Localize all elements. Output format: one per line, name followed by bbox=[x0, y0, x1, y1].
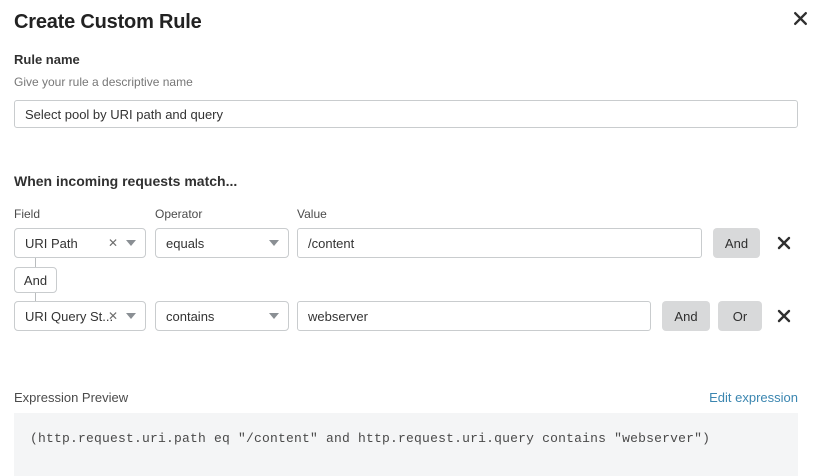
clear-icon[interactable]: ✕ bbox=[107, 236, 118, 250]
field-select-1-value: URI Query St... bbox=[25, 308, 114, 324]
rule-name-help-text: Give your rule a descriptive name bbox=[14, 75, 193, 89]
chevron-down-icon[interactable] bbox=[126, 240, 136, 246]
condition-row: URI Path ✕ equals And bbox=[0, 228, 820, 258]
clear-icon[interactable]: ✕ bbox=[107, 309, 118, 323]
connector-line-top bbox=[35, 258, 36, 267]
field-select-1[interactable]: URI Query St... ✕ bbox=[14, 301, 146, 331]
match-section-heading: When incoming requests match... bbox=[14, 173, 238, 189]
page-title: Create Custom Rule bbox=[14, 11, 202, 33]
column-header-field: Field bbox=[14, 207, 41, 221]
value-input-1[interactable] bbox=[297, 301, 651, 331]
close-icon[interactable] bbox=[787, 5, 813, 31]
chevron-down-icon[interactable] bbox=[269, 240, 279, 246]
field-select-0-value: URI Path bbox=[25, 235, 78, 251]
edit-expression-link[interactable]: Edit expression bbox=[709, 390, 798, 405]
and-button-0[interactable]: And bbox=[713, 228, 760, 258]
and-button-1[interactable]: And bbox=[662, 301, 710, 331]
delete-icon[interactable] bbox=[774, 228, 794, 258]
value-input-0[interactable] bbox=[297, 228, 702, 258]
operator-select-1[interactable]: contains bbox=[155, 301, 289, 331]
field-select-0[interactable]: URI Path ✕ bbox=[14, 228, 146, 258]
rule-name-label: Rule name bbox=[14, 52, 80, 67]
operator-select-1-value: contains bbox=[166, 308, 215, 324]
operator-select-0[interactable]: equals bbox=[155, 228, 289, 258]
column-header-value: Value bbox=[297, 207, 327, 221]
chevron-down-icon[interactable] bbox=[126, 313, 136, 319]
condition-row: URI Query St... ✕ contains And Or bbox=[0, 301, 820, 331]
operator-select-0-value: equals bbox=[166, 235, 205, 251]
connector-line-bottom bbox=[35, 293, 36, 302]
chevron-down-icon[interactable] bbox=[269, 313, 279, 319]
or-button-1[interactable]: Or bbox=[718, 301, 762, 331]
column-header-operator: Operator bbox=[155, 207, 203, 221]
expression-preview-text: (http.request.uri.path eq "/content" and… bbox=[30, 431, 711, 446]
condition-connector: And bbox=[14, 258, 134, 302]
rule-name-input[interactable] bbox=[14, 100, 798, 128]
expression-preview-label: Expression Preview bbox=[14, 390, 129, 405]
connector-and-chip[interactable]: And bbox=[14, 267, 57, 293]
delete-icon[interactable] bbox=[774, 301, 794, 331]
expression-preview-box: (http.request.uri.path eq "/content" and… bbox=[14, 413, 798, 476]
